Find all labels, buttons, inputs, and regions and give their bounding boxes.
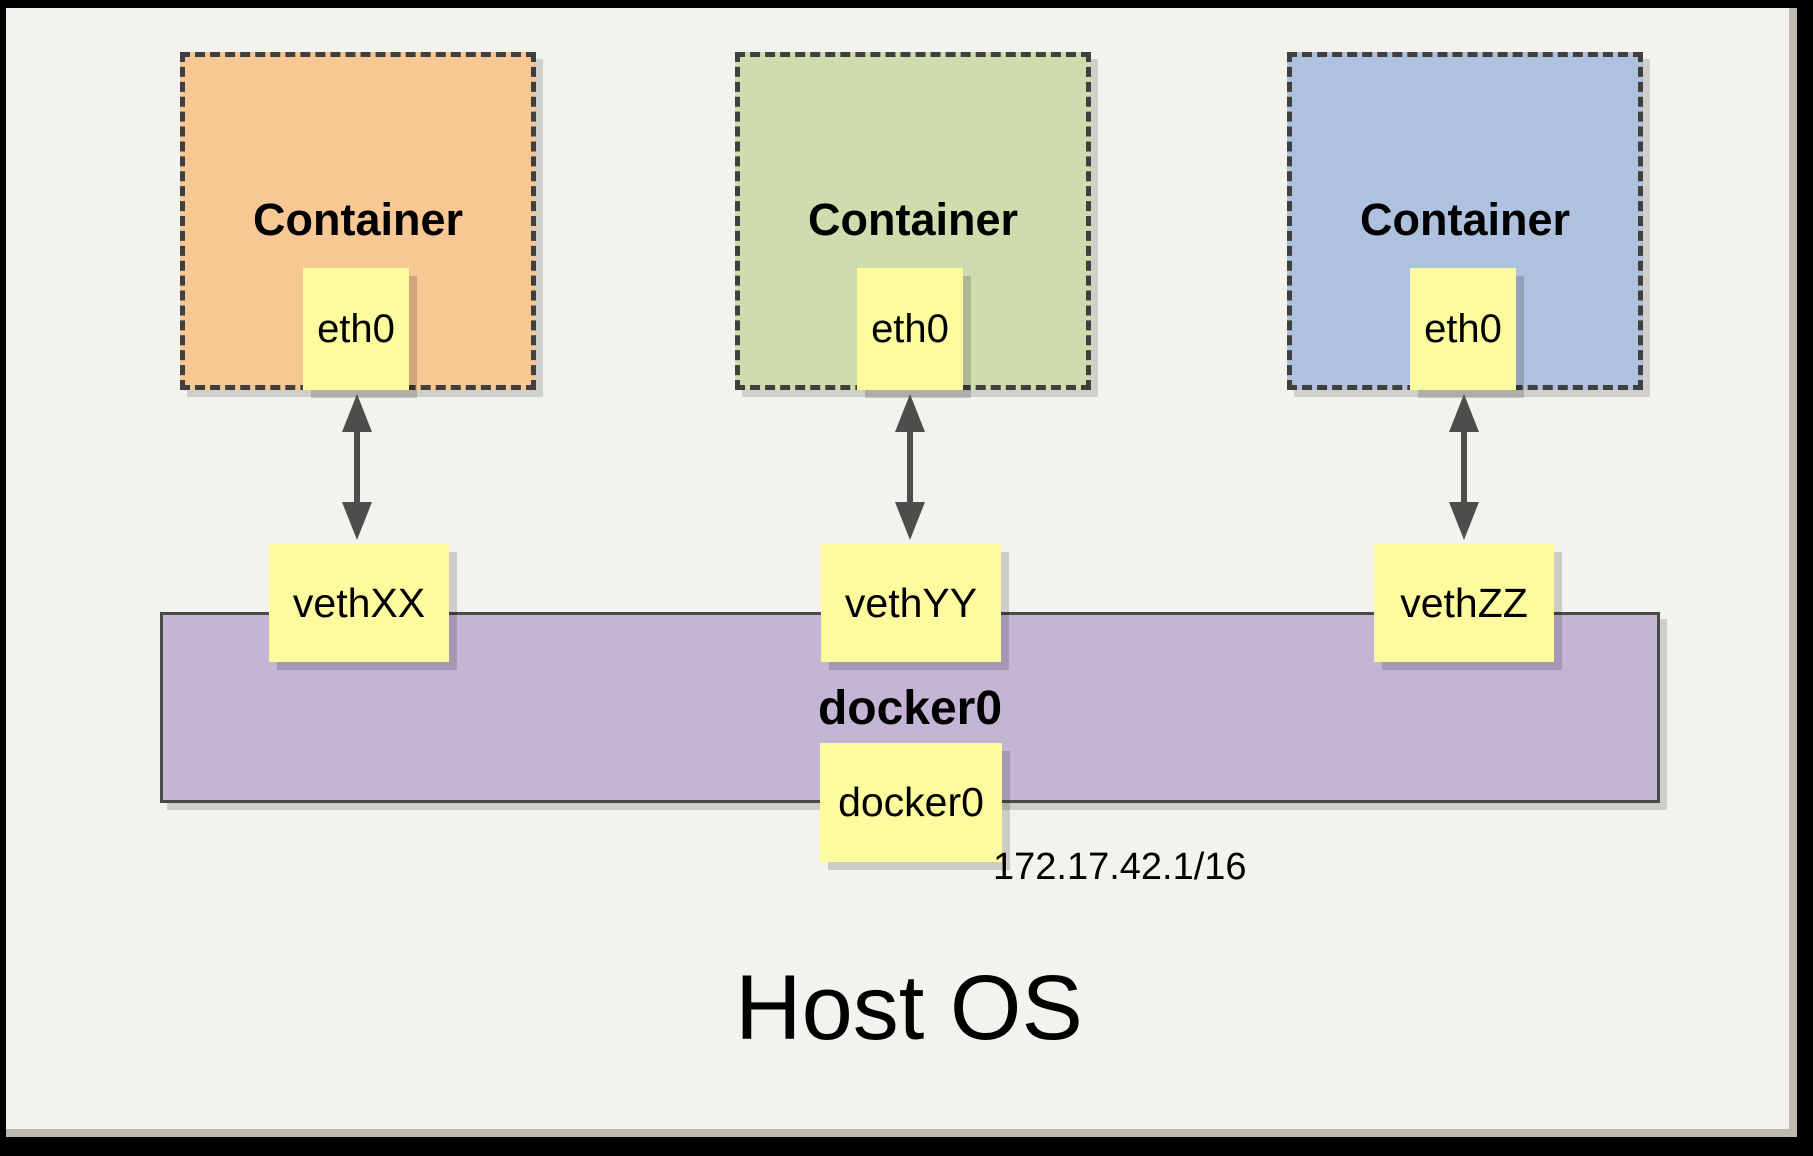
eth0-label-1: eth0 bbox=[317, 306, 395, 351]
eth0-label-2: eth0 bbox=[871, 306, 949, 351]
bridge-ip-label: 172.17.42.1/16 bbox=[993, 846, 1247, 888]
host-os-title: Host OS bbox=[735, 957, 1083, 1059]
eth0-box-1: eth0 bbox=[303, 268, 409, 390]
vethxx-label: vethXX bbox=[292, 579, 426, 626]
docker0-interface-label: docker0 bbox=[838, 779, 984, 825]
vethzz-box: vethZZ bbox=[1374, 544, 1554, 662]
eth0-box-2: eth0 bbox=[857, 268, 963, 390]
eth0-label-3: eth0 bbox=[1424, 306, 1502, 351]
bidirectional-arrow-icon-3 bbox=[1449, 394, 1479, 540]
vethyy-label: vethYY bbox=[844, 579, 978, 626]
vethxx-box: vethXX bbox=[269, 544, 449, 662]
vethyy-box: vethYY bbox=[821, 544, 1001, 662]
docker0-bridge-label: docker0 bbox=[817, 682, 1003, 735]
vethzz-label: vethZZ bbox=[1400, 579, 1528, 626]
container-1-label: Container bbox=[252, 194, 463, 245]
docker0-interface-box: docker0 bbox=[820, 743, 1002, 862]
bidirectional-arrow-icon-2 bbox=[895, 394, 925, 540]
bidirectional-arrow-icon-1 bbox=[342, 394, 372, 540]
container-3-label: Container bbox=[1359, 194, 1570, 245]
eth0-box-3: eth0 bbox=[1410, 268, 1516, 390]
container-2-label: Container bbox=[807, 194, 1018, 245]
